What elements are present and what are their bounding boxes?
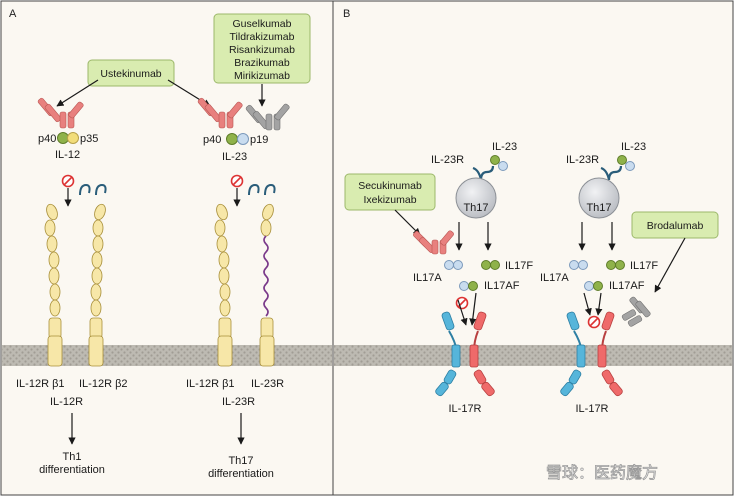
b-left-il17r-red bbox=[469, 311, 495, 397]
panel-b-frame bbox=[332, 0, 734, 496]
receptor-il23r bbox=[259, 203, 275, 367]
brodalumab-label: Brodalumab bbox=[647, 220, 704, 232]
receptor-il12r-b1-right bbox=[214, 203, 233, 367]
b-right-il17r-red bbox=[597, 311, 623, 397]
b-right-il23-cytokine bbox=[617, 155, 635, 171]
p19-drug-4: Mirikizumab bbox=[234, 70, 290, 82]
ustekinumab-antibody-il23 bbox=[197, 97, 243, 129]
panel-b-letter: B bbox=[343, 8, 350, 20]
membrane-a bbox=[2, 345, 332, 366]
label-il12r: IL-12R bbox=[50, 396, 83, 408]
b-left-il17r-blue bbox=[435, 311, 461, 397]
receptor-il12r-b1-left bbox=[44, 203, 63, 367]
p19-drug-0: Guselkumab bbox=[233, 18, 292, 30]
b-right-cell-label: Th17 bbox=[586, 202, 611, 214]
arrow-secukinumab bbox=[394, 209, 421, 236]
b-right-il17f-label: IL17F bbox=[630, 260, 658, 272]
b-left-arrow-receptor-1 bbox=[457, 299, 468, 326]
b-left-il23-cytokine bbox=[490, 155, 508, 171]
il17a-drug-0: Secukinumab bbox=[358, 180, 422, 192]
panel-a-letter: A bbox=[9, 8, 17, 20]
b-right-arrow-receptor-2 bbox=[595, 292, 603, 316]
b-right-block-symbol bbox=[587, 315, 601, 329]
il17a-antibody bbox=[413, 230, 454, 255]
receptor-il12r-b2 bbox=[88, 203, 106, 367]
block-symbol-il12 bbox=[61, 174, 75, 188]
il12-cytokine: p40 p35 IL-12 bbox=[38, 132, 98, 161]
b-left-il23-label: IL-23 bbox=[492, 141, 517, 153]
il23-p19-subunit bbox=[237, 133, 249, 145]
b-left-il17af-dimer bbox=[459, 281, 478, 291]
arrow-ustekinumab-il12 bbox=[56, 79, 99, 107]
p19-drug-3: Brazikumab bbox=[234, 57, 290, 69]
il23-name: IL-23 bbox=[222, 151, 247, 163]
label-il23r-complex: IL-23R bbox=[222, 396, 255, 408]
b-left-block-symbol bbox=[455, 296, 469, 310]
brodalumab-antibody bbox=[621, 296, 651, 327]
il12-p40-subunit bbox=[57, 132, 69, 144]
label-il23r: IL-23R bbox=[251, 378, 284, 390]
b-left-il17a-dimer bbox=[444, 260, 463, 270]
b-right-il17a-dimer bbox=[569, 260, 588, 270]
b-left-il17f-dimer bbox=[481, 260, 500, 270]
b-left-arrow-receptor-2 bbox=[469, 292, 477, 326]
b-right-il17af-dimer bbox=[584, 281, 603, 291]
label-il23r-b1: IL-12R β1 bbox=[186, 378, 235, 390]
il17a-drug-1: Ixekizumab bbox=[363, 194, 416, 206]
il23-p19-label: p19 bbox=[250, 134, 268, 146]
b-right-il17af-label: IL17AF bbox=[609, 280, 645, 292]
outcome-th17-line2: differentiation bbox=[208, 468, 274, 480]
b-left-il17a-label: IL17A bbox=[413, 272, 442, 284]
p19-drug-1: Tildrakizumab bbox=[230, 31, 295, 43]
b-right-il17r-label: IL-17R bbox=[575, 403, 608, 415]
membrane-b bbox=[334, 345, 732, 366]
b-left-il17af-label: IL17AF bbox=[484, 280, 520, 292]
block-symbol-il23 bbox=[230, 174, 244, 188]
b-right-il23-label: IL-23 bbox=[621, 141, 646, 153]
b-right-il23r-label: IL-23R bbox=[566, 154, 599, 166]
b-right-il17r-blue bbox=[560, 311, 586, 397]
outcome-th1-line1: Th1 bbox=[63, 451, 82, 463]
il23-cytokine: p40 p19 IL-23 bbox=[203, 133, 268, 163]
il12-name: IL-12 bbox=[55, 149, 80, 161]
p19-drug-2: Risankizumab bbox=[229, 44, 295, 56]
b-right-th17-cell: Th17 bbox=[578, 177, 620, 219]
arrow-brodalumab bbox=[654, 237, 686, 293]
b-left-il17f-label: IL17F bbox=[505, 260, 533, 272]
label-il12r-b2: IL-12R β2 bbox=[79, 378, 128, 390]
label-il12r-b1: IL-12R β1 bbox=[16, 378, 65, 390]
signal-hook-il23-2 bbox=[264, 183, 276, 196]
il12-p35-subunit bbox=[67, 132, 79, 144]
b-right-il17a-label: IL17A bbox=[540, 272, 569, 284]
b-right-il23r bbox=[600, 165, 623, 181]
il12-p35-label: p35 bbox=[80, 133, 98, 145]
watermark-text: 雪球：医药魔方 bbox=[546, 463, 658, 482]
ustekinumab-label: Ustekinumab bbox=[100, 68, 161, 80]
il12-p40-label: p40 bbox=[38, 133, 56, 145]
b-left-th17-cell: Th17 bbox=[455, 177, 497, 219]
p19-inhibitors-box: Guselkumab Tildrakizumab Risankizumab Br… bbox=[213, 13, 311, 84]
ustekinumab-box: Ustekinumab bbox=[87, 59, 175, 87]
outcome-th17-line1: Th17 bbox=[228, 455, 253, 467]
ustekinumab-antibody-il12 bbox=[37, 97, 84, 129]
brodalumab-box: Brodalumab bbox=[631, 211, 719, 239]
watermark: 雪球：医药魔方 bbox=[546, 463, 659, 483]
il23-p40-subunit bbox=[226, 133, 238, 145]
b-left-cell-label: Th17 bbox=[463, 202, 488, 214]
b-right-arrow-receptor-1 bbox=[583, 292, 592, 316]
b-left-il23r-label: IL-23R bbox=[431, 154, 464, 166]
il17a-inhibitors-box: Secukinumab Ixekizumab bbox=[344, 173, 436, 211]
signal-hook-il23-1 bbox=[248, 183, 260, 196]
b-left-il17r-label: IL-17R bbox=[448, 403, 481, 415]
il23-p40-label: p40 bbox=[203, 134, 221, 146]
signal-hook-il12-2 bbox=[95, 183, 107, 196]
signal-hook-il12-1 bbox=[79, 183, 91, 196]
outcome-th1-line2: differentiation bbox=[39, 464, 105, 476]
p19-antibody bbox=[245, 103, 290, 131]
b-right-il17f-dimer bbox=[606, 260, 625, 270]
